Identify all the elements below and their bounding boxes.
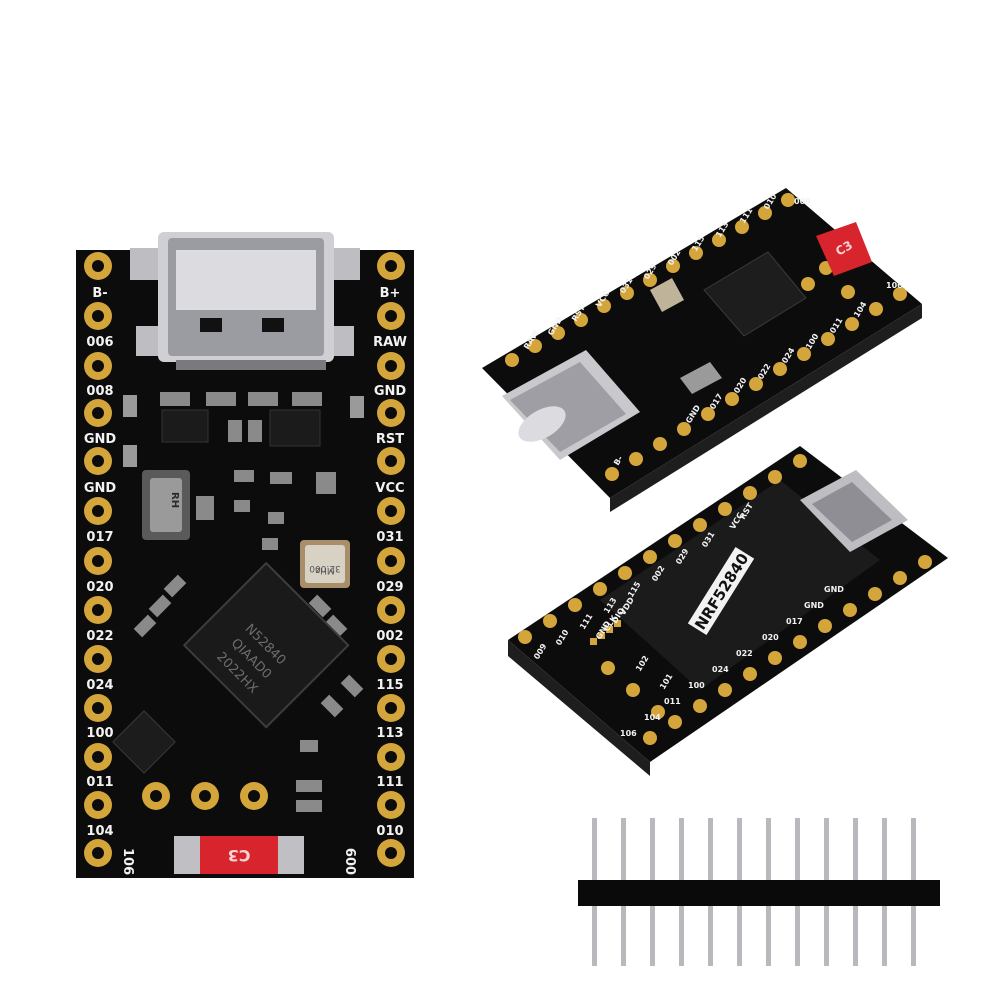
left-label: 017 [86,530,113,545]
bottom-right-label: 009 [345,848,360,875]
smd-components [112,392,364,812]
left-label: 020 [86,580,113,595]
left-label: 008 [86,384,113,399]
angled-label: 020 [762,633,779,642]
left-label: 104 [86,824,113,839]
crystal-text: MHz [315,565,335,575]
left-label: 024 [86,678,113,693]
bottom-board-pads [518,454,932,745]
right-label: RAW [373,335,407,350]
angled-label: 106 [886,281,903,290]
angled-label: 009 [794,197,811,206]
angled-label: GND [804,601,824,610]
crystal-text: 32.000 [309,563,341,573]
angled-label: 024 [712,665,729,674]
right-label: 031 [376,530,403,545]
crystal-32mhz: MHz 32.000 [300,540,350,588]
angled-label: 106 [620,729,637,738]
left-label: GND [84,481,117,496]
angled-label: 017 [786,617,803,626]
nrf52840-chip: N52840 QIAAD0 2022HX [182,561,350,729]
right-label: 002 [376,629,403,644]
front-board: B- 006 008 GND GND 017 020 022 024 100 0… [76,232,414,878]
left-label: 011 [86,775,113,790]
right-label: VCC [375,481,404,496]
right-label: 010 [376,824,403,839]
angled-top-board: C3 RAW GND RST VCC 031 029 002 115 113 1… [482,188,922,512]
battery-c3: C3 [174,836,304,874]
right-label: GND [374,384,407,399]
right-pin-labels: B+ RAW GND RST VCC 031 029 002 115 113 1… [373,286,407,839]
angled-label: 100 [688,681,705,690]
right-label: B+ [380,286,401,301]
angled-label: 022 [736,649,753,658]
angled-chip [703,251,807,337]
angled-bottom-board: NRF52840 RST VCC 031 029 002 115 113 GND… [508,446,948,776]
angled-crystal [650,278,684,312]
left-label: 100 [86,726,113,741]
pin-header [578,818,940,966]
right-label: RST [376,432,404,447]
swd-pads [590,620,621,645]
top-board-pads [505,193,907,481]
angled-battery: C3 [816,222,872,276]
left-label: 022 [86,629,113,644]
usb-c-connector [130,232,360,370]
left-pin-labels: B- 006 008 GND GND 017 020 022 024 100 0… [84,286,117,839]
battery-label: C3 [228,846,251,865]
angled-label: 104 [644,713,661,722]
right-label: 029 [376,580,403,595]
left-label: 006 [86,335,113,350]
small-crystal: RH [142,470,190,540]
right-label: 113 [376,726,403,741]
bottom-pads [142,782,268,810]
usb-c-connector-angled [502,350,640,460]
left-label: B- [92,286,107,301]
small-crystal-text: RH [169,492,180,508]
angled-label: 011 [664,697,681,706]
right-label: 115 [376,678,403,693]
header-plastic [578,880,940,906]
right-label: 111 [376,775,403,790]
angled-label: GND [824,585,844,594]
bottom-left-label: 106 [120,848,135,875]
left-label: GND [84,432,117,447]
angled-label: B- [612,454,625,467]
